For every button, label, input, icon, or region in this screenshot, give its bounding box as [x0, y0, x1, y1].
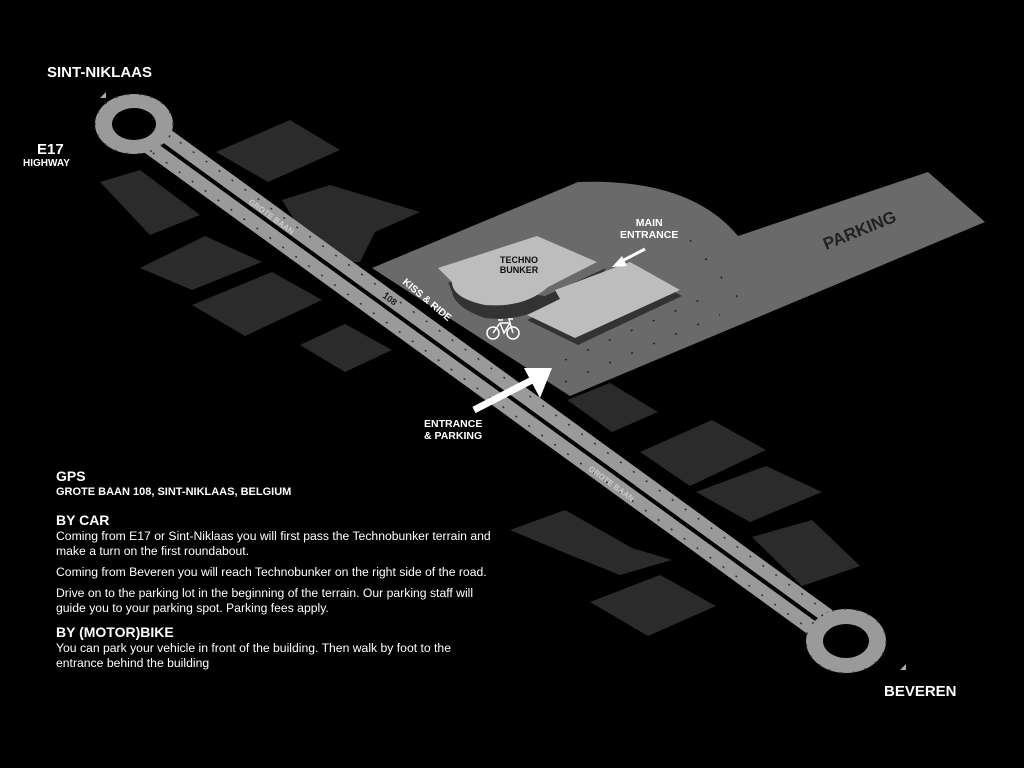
- by-car-title: BY CAR: [56, 512, 110, 528]
- block: [300, 324, 392, 372]
- main-entrance-arrow: [612, 247, 646, 267]
- by-bike-title: BY (MOTOR)BIKE: [56, 624, 174, 640]
- entrance-parking-line1: ENTRANCE: [424, 418, 483, 430]
- block: [752, 520, 860, 586]
- car-paragraph: Coming from E17 or Sint-Niklaas you will…: [56, 529, 491, 558]
- car-paragraph: Coming from Beveren you will reach Techn…: [56, 565, 487, 579]
- technobunker-building: [438, 236, 682, 345]
- block: [192, 272, 322, 336]
- entrance-parking-label: ENTRANCE & PARKING: [424, 418, 482, 442]
- place-e17: E17: [37, 141, 64, 158]
- block: [640, 420, 766, 486]
- block: [590, 575, 716, 636]
- gps-title: GPS: [56, 468, 86, 484]
- block: [140, 236, 262, 290]
- car-paragraph: Drive on to the parking lot in the begin…: [56, 586, 474, 615]
- direction-marker: [900, 664, 906, 670]
- entrance-arrow: [472, 368, 552, 414]
- place-beveren: BEVEREN: [884, 683, 957, 700]
- entrance-parking-line2: & PARKING: [424, 430, 483, 442]
- terrain: [372, 172, 985, 396]
- roundabout-beveren: [805, 608, 887, 674]
- bike-paragraph: You can park your vehicle in front of th…: [56, 641, 451, 670]
- roundabout-sint-niklaas: [94, 93, 174, 155]
- building-label: TECHNO: [500, 255, 538, 265]
- place-sint-niklaas: SINT-NIKLAAS: [47, 64, 152, 81]
- block: [100, 170, 200, 235]
- block: [510, 510, 672, 575]
- directions-info: GPS GROTE BAAN 108, SINT-NIKLAAS, BELGIU…: [56, 468, 496, 677]
- building-label: BUNKER: [500, 265, 539, 275]
- bicycle-icon: [486, 318, 520, 340]
- block: [567, 383, 658, 432]
- parking-marks: [564, 239, 741, 383]
- main-entrance-line2: ENTRANCE: [620, 229, 679, 241]
- gps-address: GROTE BAAN 108, SINT-NIKLAAS, BELGIUM: [56, 486, 292, 498]
- main-entrance-label: MAIN ENTRANCE: [620, 217, 678, 241]
- direction-marker: [100, 92, 106, 98]
- place-highway: HIGHWAY: [23, 158, 70, 169]
- block: [696, 466, 822, 522]
- block: [216, 120, 340, 182]
- main-road: [124, 110, 856, 655]
- main-entrance-line1: MAIN: [635, 217, 663, 229]
